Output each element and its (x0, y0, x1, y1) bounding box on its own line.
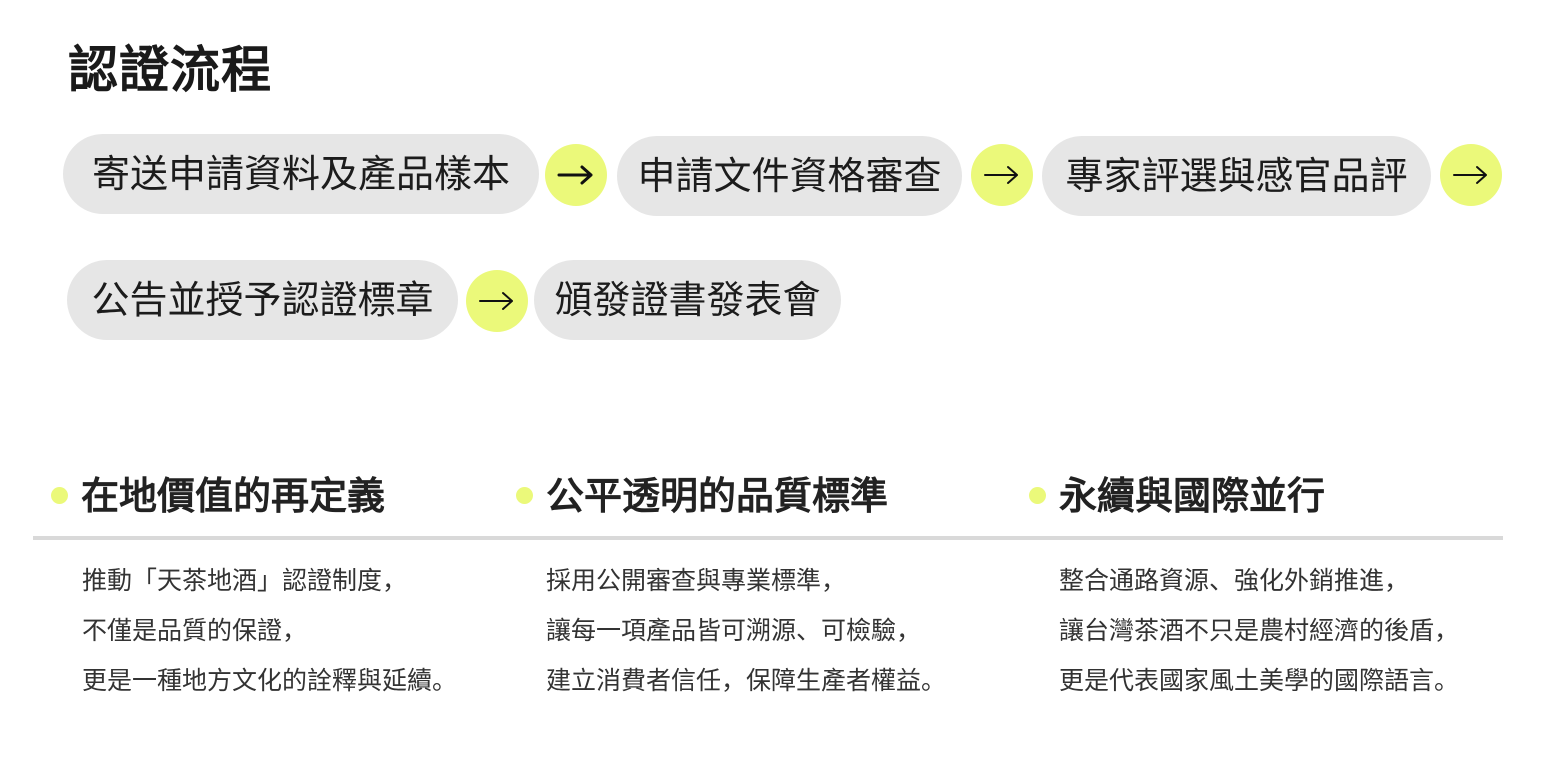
description-line: 採用公開審查與專業標準， (546, 566, 847, 595)
description-line: 更是一種地方文化的詮釋與延續。 (82, 666, 458, 695)
description-line: 更是代表國家風土美學的國際語言。 (1059, 666, 1460, 695)
process-step-label: 頒發證書發表會 (554, 278, 821, 322)
process-step-label: 寄送申請資料及產品樣本 (91, 152, 510, 196)
description-line: 讓台灣茶酒不只是農村經濟的後盾， (1059, 616, 1460, 645)
bullet-dot-icon (1029, 487, 1046, 504)
feature-description: 整合通路資源、強化外銷推進， 讓台灣茶酒不只是農村經濟的後盾， 更是代表國家風土… (1059, 556, 1459, 706)
description-line: 不僅是品質的保證， (82, 616, 308, 645)
arrow-right-icon (1440, 144, 1502, 206)
arrow-right-icon (545, 144, 607, 206)
arrow-right-icon (466, 270, 528, 332)
feature-description: 推動「天茶地酒」認證制度， 不僅是品質的保證， 更是一種地方文化的詮釋與延續。 (82, 556, 457, 706)
process-step-1: 寄送申請資料及產品樣本 (63, 134, 539, 214)
feature-title: 公平透明的品質標準 (546, 474, 889, 518)
feature-title: 永續與國際並行 (1059, 474, 1326, 518)
description-line: 建立消費者信任，保障生產者權益。 (546, 666, 947, 695)
process-step-2: 申請文件資格審查 (617, 136, 962, 216)
process-step-5: 頒發證書發表會 (534, 260, 841, 340)
bullet-dot-icon (516, 487, 533, 504)
process-step-3: 專家評選與感官品評 (1042, 136, 1431, 216)
feature-title: 在地價值的再定義 (81, 474, 386, 518)
description-line: 推動「天茶地酒」認證制度， (82, 566, 408, 595)
process-step-label: 申請文件資格審查 (637, 154, 942, 198)
section-divider (33, 536, 1503, 540)
bullet-dot-icon (51, 487, 68, 504)
arrow-right-icon (971, 144, 1033, 206)
process-step-label: 專家評選與感官品評 (1065, 154, 1408, 198)
feature-description: 採用公開審查與專業標準， 讓每一項產品皆可溯源、可檢驗， 建立消費者信任，保障生… (546, 556, 946, 706)
page-title: 認證流程 (68, 41, 272, 99)
description-line: 整合通路資源、強化外銷推進， (1059, 566, 1410, 595)
description-line: 讓每一項產品皆可溯源、可檢驗， (546, 616, 922, 645)
process-step-label: 公告並授予認證標章 (91, 278, 434, 322)
process-step-4: 公告並授予認證標章 (67, 260, 458, 340)
